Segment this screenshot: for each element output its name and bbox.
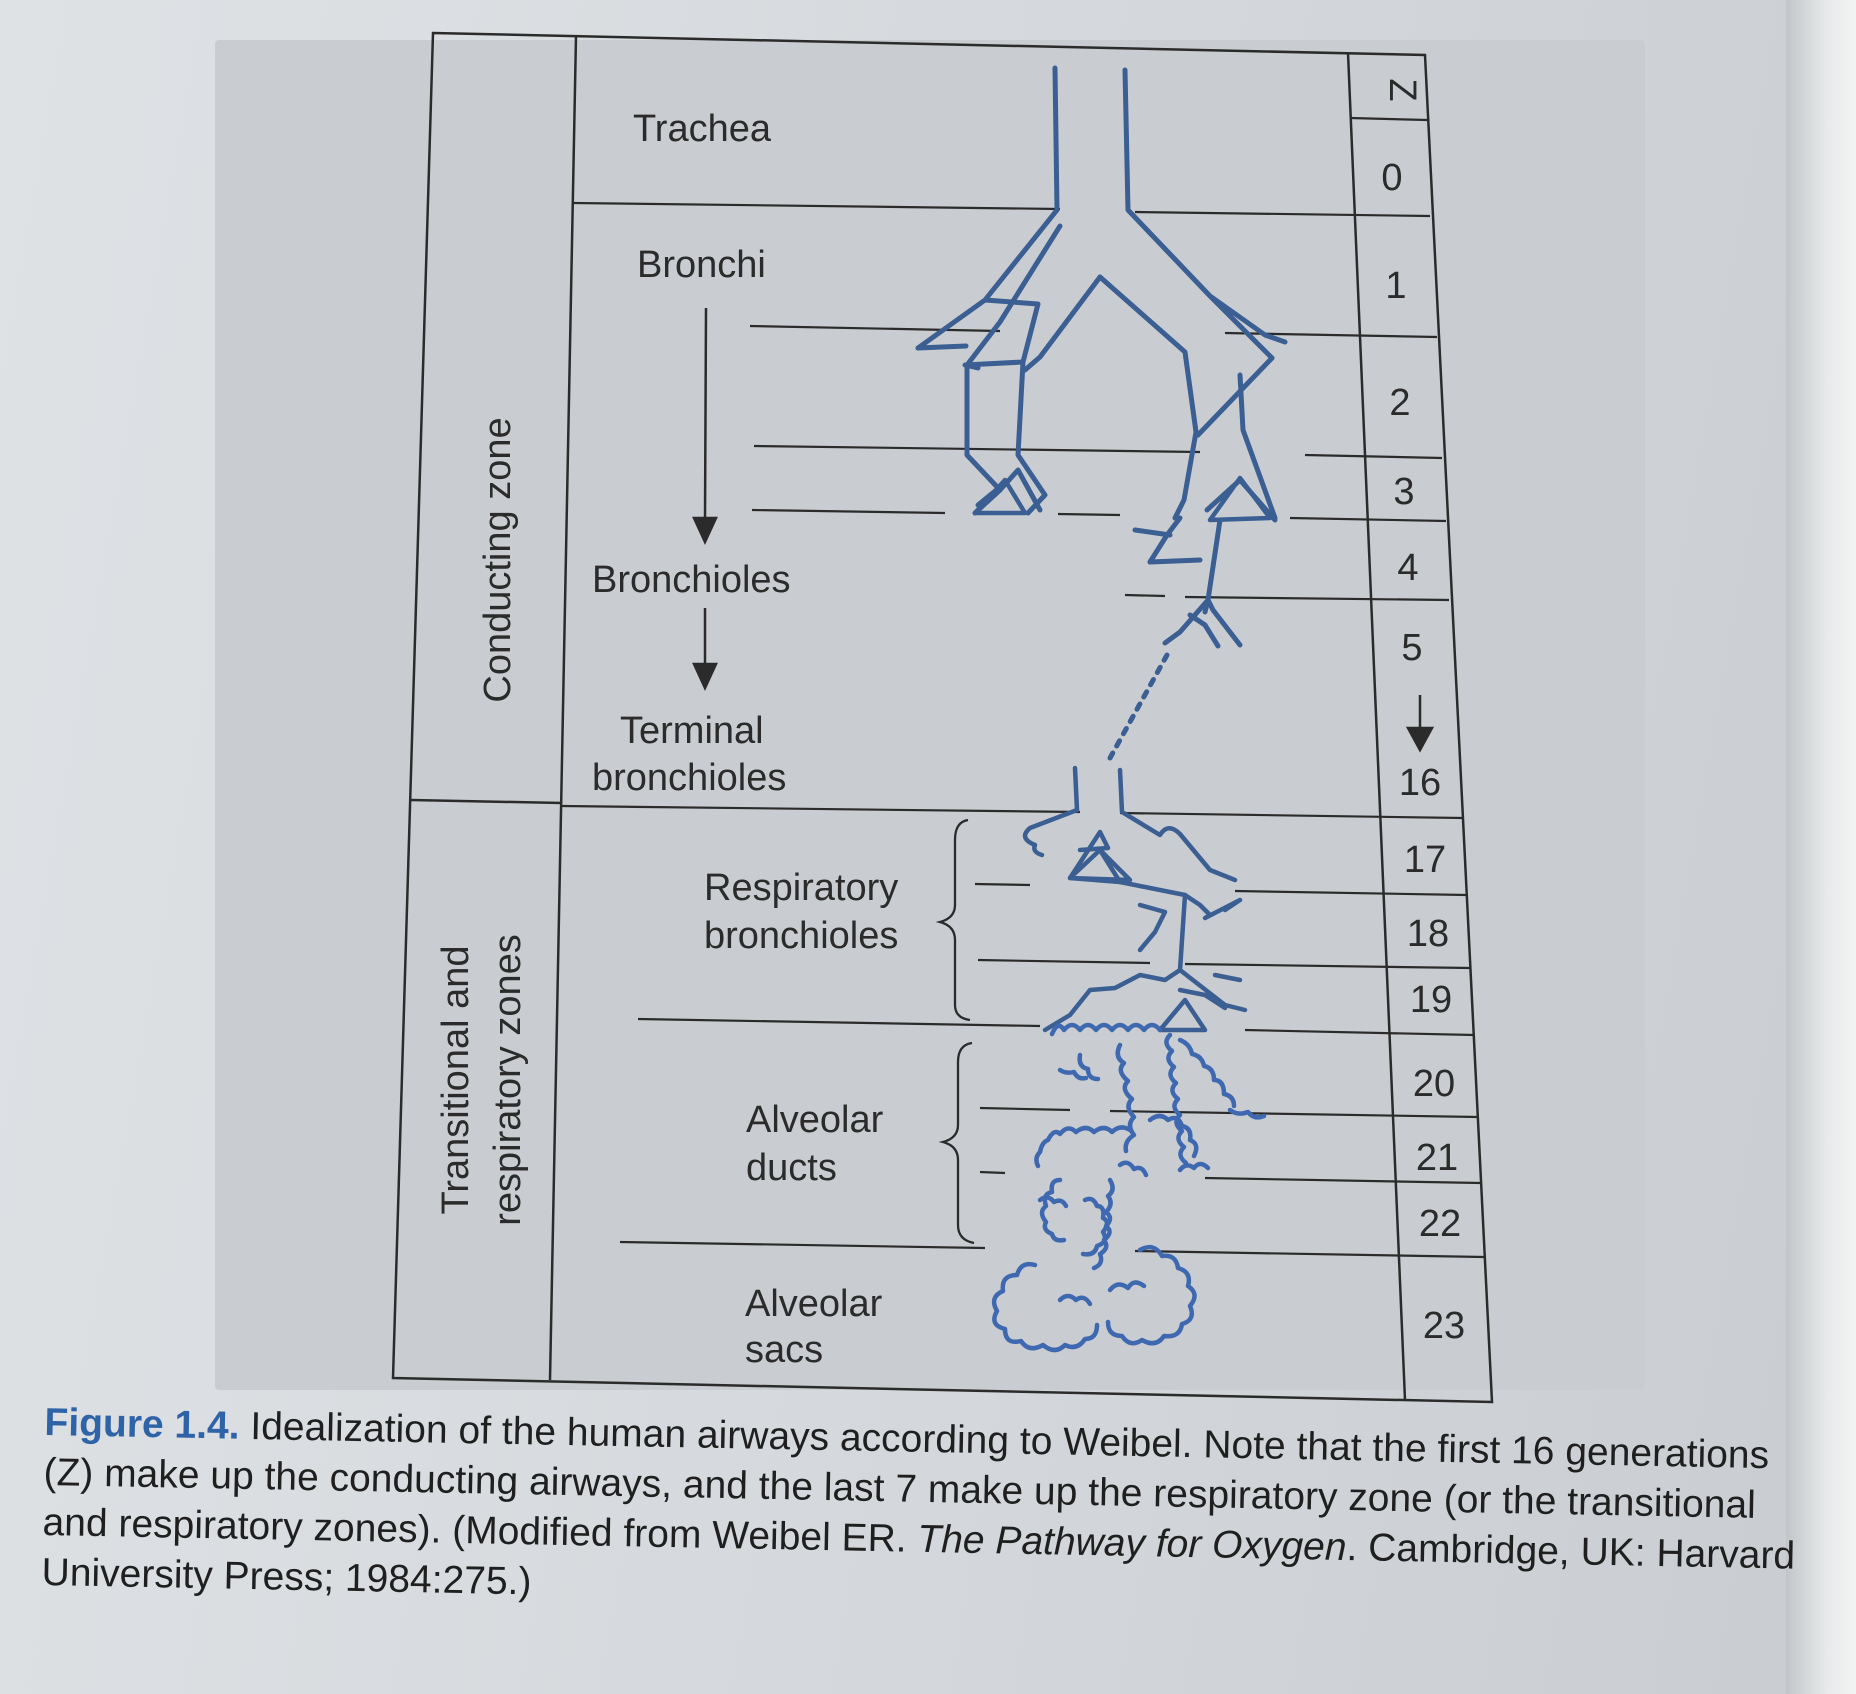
z-value-5: 5 — [1401, 627, 1422, 669]
bifurcation-triangles — [972, 475, 1273, 1033]
braces — [935, 818, 975, 1245]
label-alveolar-sacs-line1: Alveolar — [745, 1283, 883, 1325]
z-value-2: 2 — [1389, 382, 1410, 424]
z-value-3: 3 — [1393, 471, 1414, 513]
label-bronchioles: Bronchioles — [592, 559, 791, 601]
conducting-airway-tree — [915, 65, 1288, 649]
z-value-4: 4 — [1397, 547, 1418, 589]
z-value-22: 22 — [1419, 1203, 1461, 1245]
label-respiratory-line2: bronchioles — [704, 915, 898, 957]
generation-lines — [561, 116, 1485, 1259]
z-value-20: 20 — [1413, 1063, 1455, 1105]
zone-label-transitional-line2: respiratory zones — [487, 934, 529, 1225]
diagram-frame — [391, 31, 1494, 1404]
label-alveolar-ducts-line1: Alveolar — [746, 1099, 884, 1141]
z-value-1: 1 — [1385, 265, 1406, 307]
z-value-16: 16 — [1399, 762, 1441, 804]
zone-label-transitional-line1: Transitional and — [435, 946, 477, 1215]
label-alveolar-sacs-line2: sacs — [745, 1329, 823, 1371]
label-arrows — [692, 307, 718, 692]
label-terminal-line2: bronchioles — [592, 757, 786, 799]
z-value-17: 17 — [1404, 839, 1446, 881]
label-trachea: Trachea — [633, 108, 772, 150]
dotted-continuation — [1107, 652, 1170, 761]
caption-italic-title: The Pathway for Oxygen — [916, 1517, 1347, 1570]
z-header: Z — [1381, 78, 1423, 101]
figure-background — [215, 40, 1645, 1390]
figure-caption: Figure 1.4. Idealization of the human ai… — [41, 1398, 1825, 1632]
label-respiratory-line1: Respiratory — [704, 867, 898, 909]
caption-label: Figure 1.4. — [44, 1400, 240, 1448]
zone-label-conducting: Conducting zone — [477, 417, 519, 702]
z-value-23: 23 — [1423, 1305, 1465, 1347]
z-arrow — [1405, 695, 1435, 753]
label-terminal-line1: Terminal — [620, 710, 764, 752]
respiratory-airway-tree — [1022, 765, 1248, 1033]
label-bronchi: Bronchi — [637, 244, 766, 286]
z-value-21: 21 — [1416, 1137, 1458, 1179]
z-value-19: 19 — [1410, 979, 1452, 1021]
page-edge — [1786, 0, 1856, 1694]
alveolar-structures — [991, 1022, 1267, 1353]
z-value-0: 0 — [1381, 157, 1402, 199]
z-value-18: 18 — [1407, 913, 1449, 955]
label-alveolar-ducts-line2: ducts — [746, 1147, 837, 1189]
